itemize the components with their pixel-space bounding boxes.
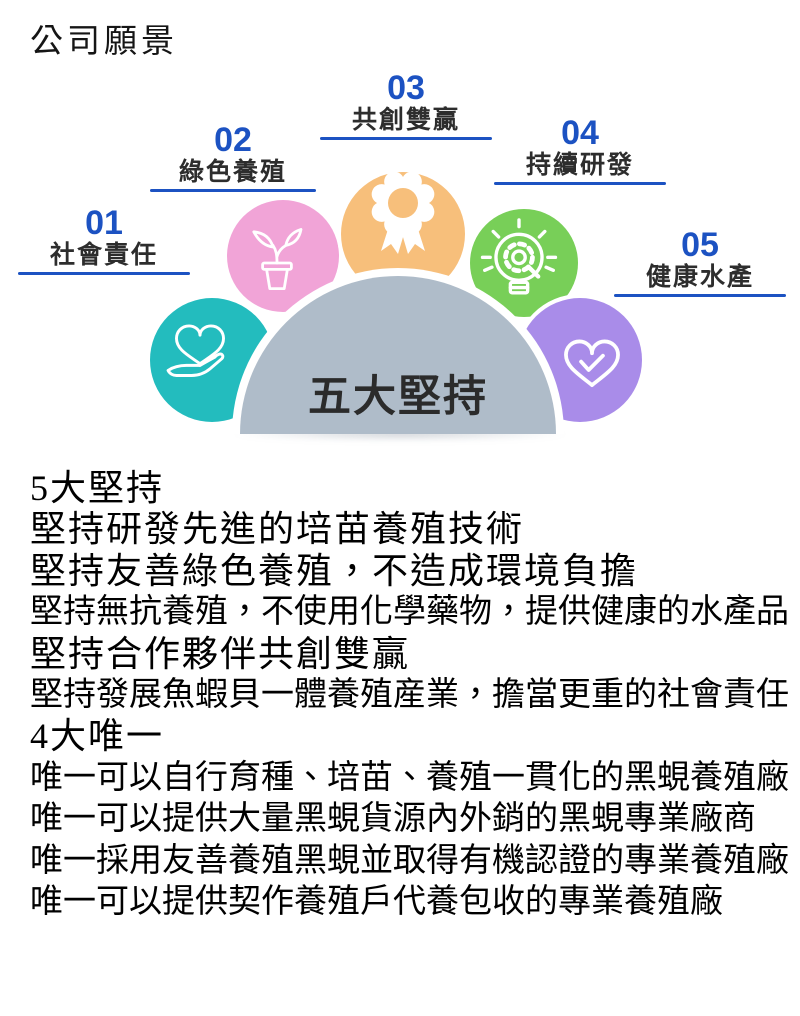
heart-check-icon — [564, 339, 620, 388]
item-label: 綠色養殖 — [178, 158, 287, 186]
item-04-continuous-rd: 04 持續研發 — [494, 115, 666, 185]
circle-continuous-rd — [470, 209, 578, 317]
page-title: 公司願景 — [30, 24, 178, 60]
heart-in-hand-icon — [166, 324, 225, 377]
item-03-win-win: 03 共創雙贏 — [320, 70, 492, 140]
item-02-green-farming: 02 綠色養殖 — [150, 122, 316, 192]
body-line: 4大唯一 — [30, 716, 165, 757]
five-persistences-infographic: 01 社會責任 02 綠色養殖 03 共創雙贏 04 持續研發 05 健康水產 — [0, 0, 800, 460]
body-line: 唯一可以自行育種、培苗、養殖一貫化的黑蜆養殖廠 — [30, 759, 789, 796]
item-label: 健康水產 — [645, 263, 754, 291]
award-rosette-icon — [371, 171, 435, 254]
body-line: 唯一可以提供大量黑蜆貨源內外銷的黑蜆專業廠商 — [30, 801, 756, 838]
item-01-social-responsibility: 01 社會責任 — [18, 205, 190, 275]
body-line: 堅持無抗養殖，不使用化學藥物，提供健康的水產品 — [30, 594, 789, 631]
underline-bar — [18, 272, 190, 275]
body-text: 5大堅持 堅持研發先進的培苗養殖技術 堅持友善綠色養殖，不造成環境負擔 堅持無抗… — [30, 468, 796, 923]
item-label: 持續研發 — [525, 151, 634, 179]
lightbulb-gear-icon — [480, 218, 558, 295]
item-label: 共創雙贏 — [351, 106, 460, 134]
underline-bar — [614, 294, 786, 297]
underline-bar — [494, 182, 666, 185]
sprout-pot-icon — [252, 228, 303, 290]
item-number: 04 — [561, 114, 599, 152]
center-label: 五大堅持 — [308, 373, 488, 421]
body-line: 唯一採用友善養殖黑蜆並取得有機認證的專業養殖廠 — [30, 842, 789, 879]
item-number: 05 — [681, 226, 719, 264]
item-number: 01 — [85, 204, 123, 242]
body-line: 堅持研發先進的培苗養殖技術 — [30, 509, 525, 550]
body-line: 堅持友善綠色養殖，不造成環境負擔 — [30, 550, 639, 591]
body-line: 唯一可以提供契作養殖戶代養包收的專業養殖廠 — [30, 884, 723, 921]
item-label: 社會責任 — [49, 241, 158, 269]
item-05-healthy-aquatic: 05 健康水產 — [614, 227, 786, 297]
item-number: 03 — [387, 69, 425, 107]
item-number: 02 — [214, 121, 252, 159]
body-line: 堅持發展魚蝦貝一體養殖産業，擔當更重的社會責任 — [30, 677, 789, 714]
underline-bar — [320, 137, 492, 140]
body-line: 堅持合作夥伴共創雙贏 — [30, 633, 411, 674]
body-line: 5大堅持 — [30, 468, 165, 508]
underline-bar — [150, 189, 316, 192]
